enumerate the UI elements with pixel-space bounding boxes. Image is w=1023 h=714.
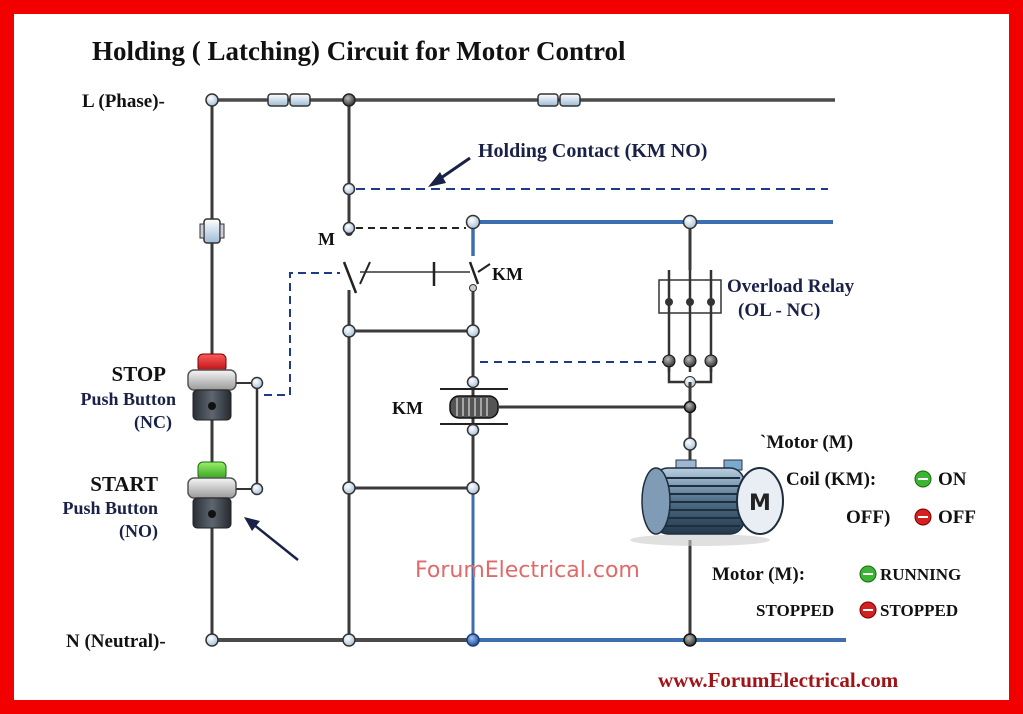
km-coil-label: KM	[392, 398, 423, 418]
fuse-icon	[537, 93, 581, 107]
coil-on-label: ON	[938, 469, 967, 490]
stop-type: (NC)	[134, 412, 172, 433]
motor-label: `Motor (M)	[760, 432, 853, 453]
status-legend: Coil (KM): ON OFF) OFF Motor (M): RUNNIN…	[712, 469, 976, 620]
neutral-label: N (Neutral)-	[66, 631, 166, 652]
start-arrow-icon	[244, 517, 299, 561]
stop-subtitle: Push Button	[80, 389, 176, 409]
phase-label: L (Phase)-	[82, 91, 165, 112]
motor-stopped-label: STOPPED	[880, 601, 958, 620]
holding-contact-label: Holding Contact (KM NO)	[478, 140, 707, 162]
diagram-title: Holding ( Latching) Circuit for Motor Co…	[92, 36, 626, 66]
motor-running-label: RUNNING	[880, 565, 961, 584]
coil-legend-label: Coil (KM):	[786, 469, 876, 490]
overload-label-2: (OL - NC)	[738, 300, 820, 321]
km-coil	[440, 388, 690, 425]
stop-title: STOP	[112, 362, 167, 386]
fuse-icon	[267, 93, 311, 107]
motor-icon: M	[630, 459, 784, 546]
control-fuse-icon	[199, 218, 225, 244]
start-push-button[interactable]	[187, 461, 237, 529]
overload-label-1: Overload Relay	[727, 276, 855, 297]
motor-stopped-prefix: STOPPED	[756, 601, 834, 620]
footer-url[interactable]: www.ForumElectrical.com	[658, 668, 899, 692]
phase-line	[212, 93, 835, 107]
coil-off-label: OFF	[938, 507, 976, 528]
stop-push-button[interactable]	[187, 353, 237, 421]
motor-legend-label: Motor (M):	[712, 564, 805, 585]
km-contact-label: KM	[492, 264, 523, 284]
mechanical-link-dashed	[264, 272, 340, 396]
start-subtitle: Push Button	[62, 498, 158, 518]
start-type: (NO)	[119, 521, 158, 542]
holding-arrow-icon	[428, 156, 471, 187]
m-contact-label: M	[318, 229, 335, 249]
start-title: START	[90, 472, 158, 496]
watermark: ForumElectrical.com	[415, 558, 640, 583]
coil-off-prefix: OFF)	[846, 507, 890, 528]
junction-nodes	[205, 93, 698, 647]
overload-relay	[658, 270, 722, 388]
motor-symbol: M	[749, 491, 771, 516]
